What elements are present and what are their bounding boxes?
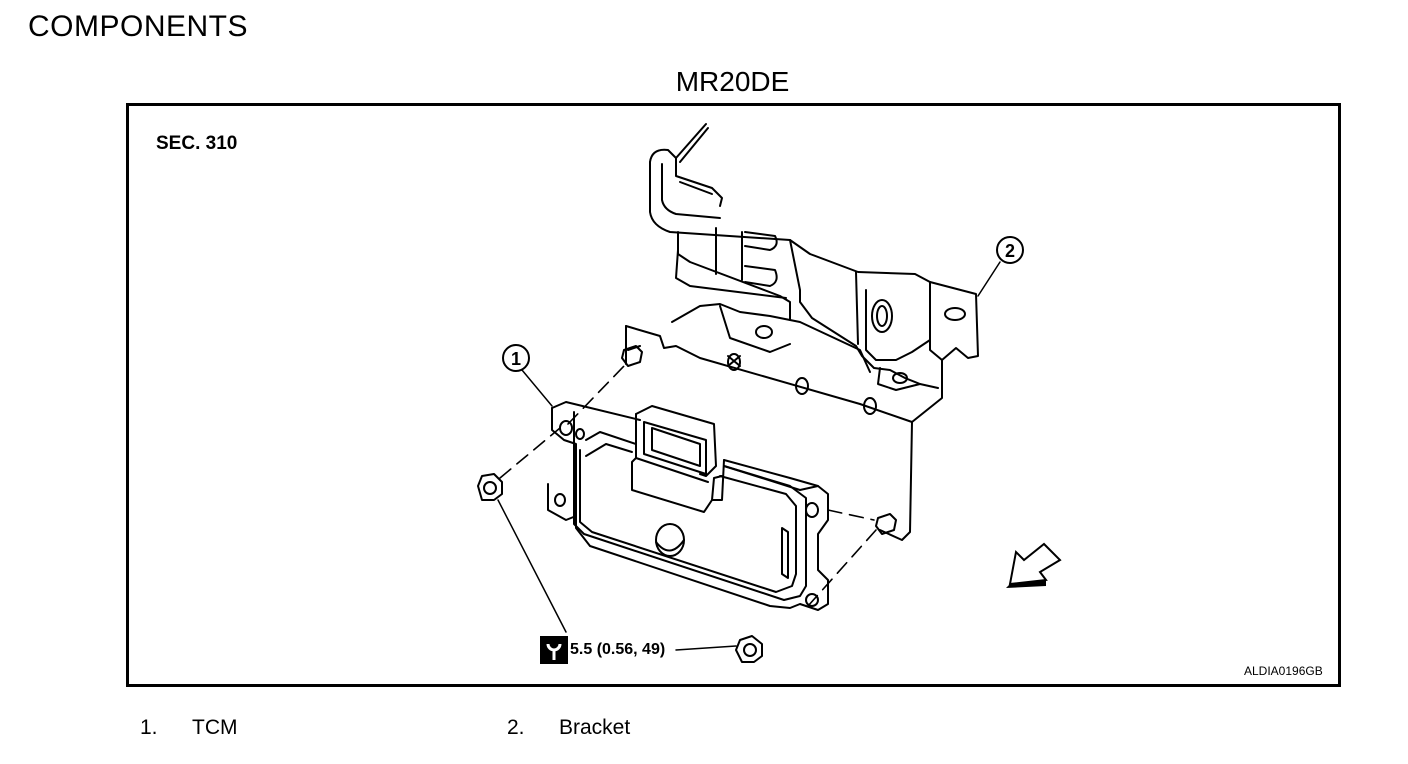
legend-label: Bracket — [559, 716, 631, 739]
leader-lines — [497, 261, 1001, 651]
stud-bolts — [621, 345, 897, 535]
front-direction-arrow-icon — [1006, 542, 1062, 588]
mounting-guide-lines — [499, 365, 877, 607]
callout-2-label: 2 — [1005, 241, 1015, 261]
legend-label: TCM — [192, 716, 238, 739]
diagram-frame — [126, 103, 1341, 687]
legend-item-tcm: 1. TCM — [140, 716, 238, 740]
legend-item-bracket: 2. Bracket — [507, 716, 630, 740]
callout-1-circle — [502, 344, 530, 372]
bracket-part — [625, 123, 979, 541]
tcm-part — [547, 401, 829, 611]
page-heading: COMPONENTS — [28, 10, 249, 43]
callout-2-circle — [996, 236, 1024, 264]
section-label: SEC. 310 — [156, 133, 238, 154]
callout-1-label: 1 — [511, 349, 521, 369]
torque-wrench-icon — [540, 636, 568, 664]
legend-number: 2. — [507, 716, 525, 739]
figure-code: ALDIA0196GB — [1244, 664, 1323, 678]
torque-spec: 5.5 (0.56, 49) — [570, 641, 666, 658]
engine-model-title: MR20DE — [675, 66, 790, 97]
legend-number: 1. — [140, 716, 158, 739]
hex-nuts — [477, 473, 763, 663]
